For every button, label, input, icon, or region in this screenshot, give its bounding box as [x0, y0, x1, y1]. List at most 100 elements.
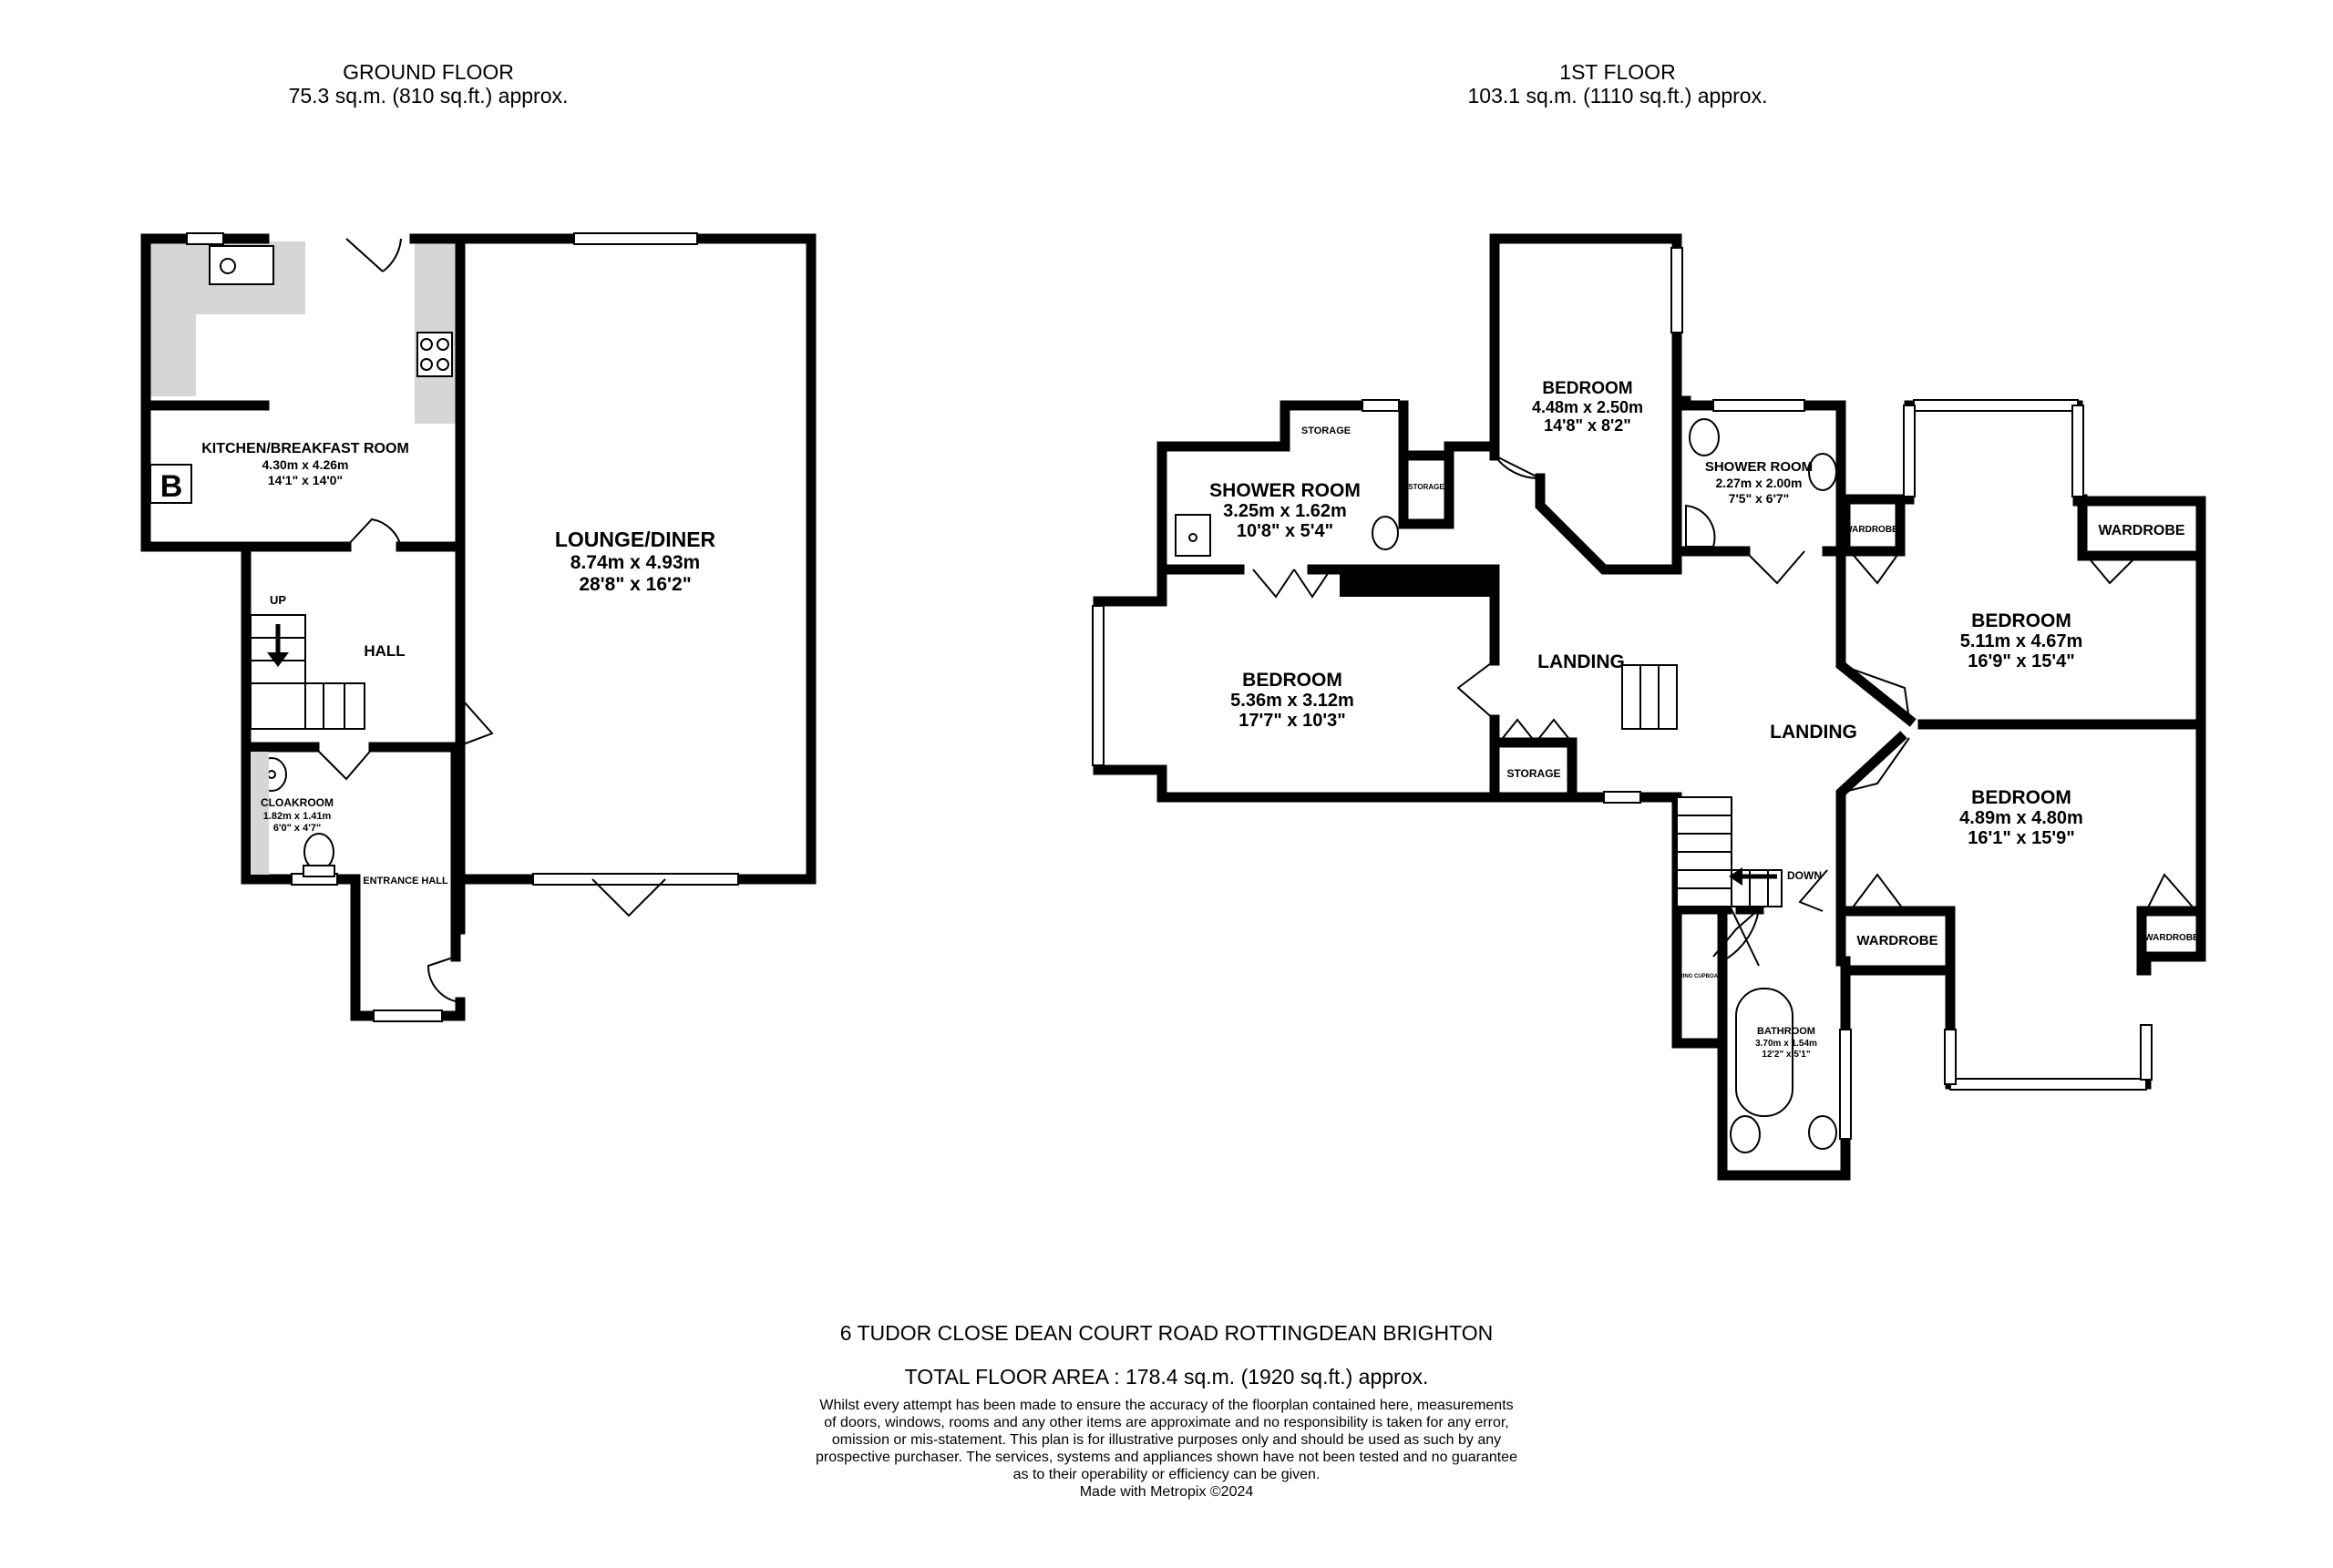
- door: [345, 518, 402, 548]
- bedroom-small-imperial: 14'8" x 8'2": [1544, 416, 1631, 435]
- window: [2071, 405, 2084, 497]
- credit: Made with Metropix ©2024: [1079, 1484, 1254, 1500]
- bedroom-small-metric: 4.48m x 2.50m: [1532, 398, 1643, 416]
- bathroom-metric: 3.70m x 1.54m: [1755, 1039, 1817, 1049]
- landing-left-name: LANDING: [1537, 651, 1625, 672]
- shower-room-left-imperial: 10'8" x 5'4": [1237, 521, 1333, 541]
- hob-icon: [416, 332, 453, 377]
- wardrobe-label: WARDROBE: [2144, 933, 2199, 943]
- shower-room-right-imperial: 7'5" x 6'7": [1729, 491, 1790, 506]
- door: [1840, 664, 1910, 721]
- door: [455, 692, 494, 748]
- door: [2145, 873, 2197, 912]
- bedroom-right-bottom-metric: 4.89m x 4.80m: [1959, 808, 2083, 828]
- disclaimer-line: as to their operability or efficiency ca…: [1012, 1467, 1321, 1482]
- window: [373, 1009, 443, 1022]
- bedroom-right-top-metric: 5.11m x 4.67m: [1960, 631, 2083, 651]
- window: [1712, 399, 1805, 412]
- wardrobe-label: WARDROBE: [1856, 933, 1937, 948]
- window: [1362, 399, 1400, 412]
- toilet-icon: [1689, 418, 1720, 456]
- bath-icon: [1735, 988, 1793, 1117]
- bedroom-right-top-name: BEDROOM: [1971, 610, 2071, 631]
- bedroom-right-bottom-name: BEDROOM: [1971, 787, 2071, 808]
- window: [1913, 399, 2079, 412]
- door: [1849, 550, 1901, 585]
- bedroom-left-name: BEDROOM: [1242, 670, 1342, 691]
- bedroom-left-metric: 5.36m x 3.12m: [1230, 691, 1354, 711]
- ground-floor-plan: UP B KITCHEN/BREAKFAST ROOM 4.30m x 4.26…: [140, 232, 817, 1022]
- first-floor-title: 1ST FLOOR: [1559, 60, 1676, 84]
- sink-bowl: [220, 258, 236, 274]
- first-floor-area: 103.1 sq.m. (1110 sq.ft.) approx.: [1467, 84, 1768, 108]
- door: [1798, 869, 1828, 912]
- door: [1849, 873, 1906, 912]
- door: [1498, 718, 1573, 743]
- kitchen-imperial: 14'1" x 14'0": [268, 473, 343, 487]
- bathroom-name: BATHROOM: [1757, 1026, 1815, 1037]
- airing-cupboard-label: AIRING CUPBOARD: [1673, 974, 1726, 979]
- door: [1456, 660, 1495, 721]
- window: [1603, 791, 1641, 804]
- window: [186, 232, 224, 245]
- stairs: [1621, 664, 1783, 907]
- door: [1744, 550, 1805, 585]
- window: [1670, 247, 1683, 333]
- wardrobe-label: WARDROBE: [1844, 525, 1898, 535]
- door: [1252, 569, 1331, 599]
- disclaimer-line: prospective purchaser. The services, sys…: [816, 1450, 1517, 1465]
- window: [1839, 1029, 1852, 1140]
- disclaimer-line: Whilst every attempt has been made to en…: [819, 1398, 1514, 1413]
- hall-name: HALL: [364, 642, 405, 660]
- stairs-down-label: DOWN: [1787, 869, 1822, 882]
- french-doors: [591, 878, 666, 917]
- first-floor-header: 1ST FLOOR 103.1 sq.m. (1110 sq.ft.) appr…: [1435, 60, 1800, 108]
- basin-icon: [1808, 1115, 1837, 1150]
- bathroom-imperial: 12'2" x 5'1": [1762, 1050, 1810, 1060]
- shower-room-right-metric: 2.27m x 2.00m: [1716, 476, 1803, 490]
- bedroom-small-name: BEDROOM: [1542, 379, 1632, 398]
- window: [1944, 1029, 1957, 1085]
- cloakroom-imperial: 6'0" x 4'7": [273, 823, 321, 834]
- lounge-name: LOUNGE/DINER: [555, 528, 716, 551]
- door: [427, 956, 461, 1003]
- door: [1494, 455, 1541, 480]
- ground-floor-header: GROUND FLOOR 75.3 sq.m. (810 sq.ft.) app…: [246, 60, 611, 108]
- property-address: 6 TUDOR CLOSE DEAN COURT ROAD ROTTINGDEA…: [839, 1321, 1494, 1345]
- basin-icon: [1372, 516, 1399, 550]
- boiler-icon: [149, 464, 192, 504]
- storage-label: STORAGE: [1301, 425, 1351, 436]
- window: [1903, 405, 1916, 497]
- ground-floor-area: 75.3 sq.m. (810 sq.ft.) approx.: [288, 84, 569, 108]
- bedroom-left-imperial: 17'7" x 10'3": [1238, 711, 1345, 731]
- storage-label: STORAGE: [1408, 483, 1444, 491]
- corner-shower-icon: [1685, 504, 1716, 548]
- window: [2140, 1024, 2153, 1081]
- landing-right-name: LANDING: [1770, 722, 1857, 743]
- entrance-hall-name: ENTRANCE HALL: [363, 876, 448, 886]
- lounge-metric: 8.74m x 4.93m: [570, 552, 700, 573]
- shower-room-right-name: SHOWER ROOM: [1705, 459, 1813, 475]
- stairs-up-label: UP: [270, 593, 286, 607]
- boiler-label: B: [160, 469, 183, 504]
- window: [1092, 605, 1105, 766]
- sink-icon: [209, 245, 274, 285]
- door: [1731, 908, 1760, 967]
- kitchen-metric: 4.30m x 4.26m: [262, 457, 349, 472]
- disclaimer: Whilst every attempt has been made to en…: [0, 1397, 2333, 1501]
- door: [1840, 737, 1910, 794]
- cloakroom-metric: 1.82m x 1.41m: [263, 811, 332, 822]
- lounge-imperial: 28'8" x 16'2": [579, 574, 691, 595]
- kitchen-counter: [150, 241, 196, 396]
- bedroom-right-bottom-imperial: 16'1" x 15'9": [1968, 828, 2074, 848]
- door: [313, 746, 375, 781]
- window: [532, 873, 739, 886]
- shower-room-left-metric: 3.25m x 1.62m: [1223, 501, 1347, 521]
- door: [2086, 555, 2138, 585]
- first-floor-plan: DOWN BEDROOM 4.48m x 2.50m 14'8" x 8'2" …: [1092, 233, 2206, 1181]
- toilet-icon: [1730, 1115, 1761, 1153]
- bedroom-right-top-imperial: 16'9" x 15'4": [1968, 651, 2074, 671]
- window: [1949, 1078, 2147, 1091]
- door: [345, 238, 402, 272]
